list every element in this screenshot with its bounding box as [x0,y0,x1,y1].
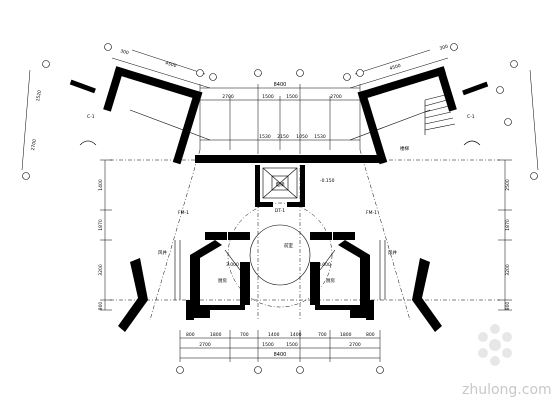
center-circle [227,202,333,308]
dim-bottom-d13: 800 [366,332,375,338]
dim-bottom-d11: 1800 [340,332,352,338]
room-labels: DT-1 电梯 前室 C-1 C-1 楼梯 风井 风井 FM-1 FM-1 厨房… [87,114,475,284]
dim-top-inner-2: 2150 [277,134,289,140]
watermark: zhulong.com [462,324,552,398]
dim-left-3: 3200 [98,264,104,276]
label-window-left: C-1 [87,114,95,120]
dim-bottom-seg-2: 1500 [262,342,274,348]
label-shaft-left: 风井 [158,249,167,256]
bottom-dimension-lines: 800 1800 700 1400 1400 700 1800 800 2700… [176,330,384,374]
dim-top-inner-3: 1050 [296,134,308,140]
dim-top-seg-2: 1500 [262,94,274,100]
dim-bottom-seg-1: 2700 [199,342,211,348]
label-hall: 前室 [284,242,293,249]
dim-right-wing-sub: 300 [439,44,449,52]
dim-right-wing: 4500 [389,63,402,72]
dim-bottom-d9: 1400 [290,332,302,338]
dim-bottom-d1: 800 [186,332,195,338]
watermark-text: zhulong.com [462,382,552,398]
dim-bottom-seg-3: 1500 [286,342,298,348]
right-dimension-lines: 2500 1870 3200 800 [496,60,539,311]
label-window-right: C-1 [467,114,475,120]
dim-top-seg-1: 2700 [222,94,234,100]
dim-right-4: 800 [505,302,511,311]
dim-left-2: 1870 [98,219,104,231]
dim-top-inner-4: 1530 [314,134,326,140]
label-elev-up: DT-1 [275,208,285,214]
label-level-right: 3.000 [318,262,331,268]
dim-bottom-d7: 1400 [268,332,280,338]
dim-top-seg-3: 1500 [286,94,298,100]
dim-left-wing: 4500 [164,60,177,69]
dim-bottom-d10: 700 [318,332,327,338]
dim-bottom-d3: 1800 [210,332,222,338]
walls [69,66,489,332]
label-kitchen-right: 厨房 [326,277,335,284]
dim-left-4: 800 [98,302,104,311]
label-shaft-right: 风井 [388,249,397,256]
dim-right-1: 2500 [505,179,511,191]
label-door-right: FM-1 [366,210,377,216]
top-dimension-lines: 8400 2700 1500 1500 2700 1530 2150 1050 … [199,82,361,150]
dim-right-2: 1870 [505,219,511,231]
dim-left-1: 1400 [98,179,104,191]
dim-left-wing-sub: 300 [119,48,129,56]
dim-top-inner-1: 1530 [259,134,271,140]
label-stair: 楼梯 [400,145,409,152]
dim-left-wing-2: 2700 [30,139,38,151]
dim-top-seg-4: 2700 [330,94,342,100]
wing-dimension-lines: 4500 4500 300 300 [111,44,449,89]
label-elevator: 电梯 [276,181,285,188]
axis-markers-top [104,43,458,81]
construction-lines [110,109,500,321]
left-dimension-lines: 1400 1870 3200 800 1520 2700 [21,60,112,311]
fixtures [79,140,481,300]
dim-bottom-seg-4: 2700 [349,342,361,348]
dim-left-wing-1: 1520 [35,90,43,102]
dim-bottom-d5: 700 [240,332,249,338]
label-level-center: -0.150 [320,178,335,184]
elevator-shaft [262,167,298,199]
dim-right-3: 3200 [505,264,511,276]
dim-top-total: 8400 [274,82,287,88]
stair-right [424,94,456,135]
label-kitchen-left: 厨房 [218,277,227,284]
dim-bottom-total: 8400 [274,352,287,358]
label-door-left: FM-1 [178,210,189,216]
label-level-left: 3.000 [226,262,239,268]
